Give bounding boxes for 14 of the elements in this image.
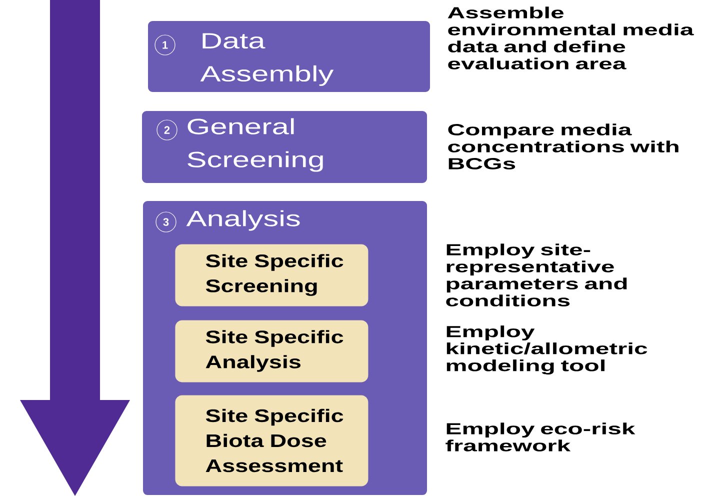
substep-title: Site Specific Analysis (206, 330, 344, 372)
description-text: Employ site-representative parameters and conditions (446, 244, 627, 306)
step-title: Analysis (186, 210, 300, 231)
description-text: Employ kinetic/allometric modeling tool (446, 326, 648, 374)
description-text: Compare media concentrations with BCGs (448, 124, 678, 170)
description-text: Employ eco-risk framework (446, 422, 636, 452)
substep-title: Site Specific Biota Dose Assessment (206, 408, 344, 472)
step-title: Data Assembly (200, 33, 334, 86)
step-number: 2 (156, 120, 178, 140)
substep-title: Site Specific Screening (206, 254, 344, 296)
step-title: General Screening (188, 118, 323, 172)
description-text: Assemble environmental media data and define evaluation area (448, 6, 694, 70)
step-number: 3 (156, 212, 176, 232)
step-number: 1 (154, 34, 176, 56)
